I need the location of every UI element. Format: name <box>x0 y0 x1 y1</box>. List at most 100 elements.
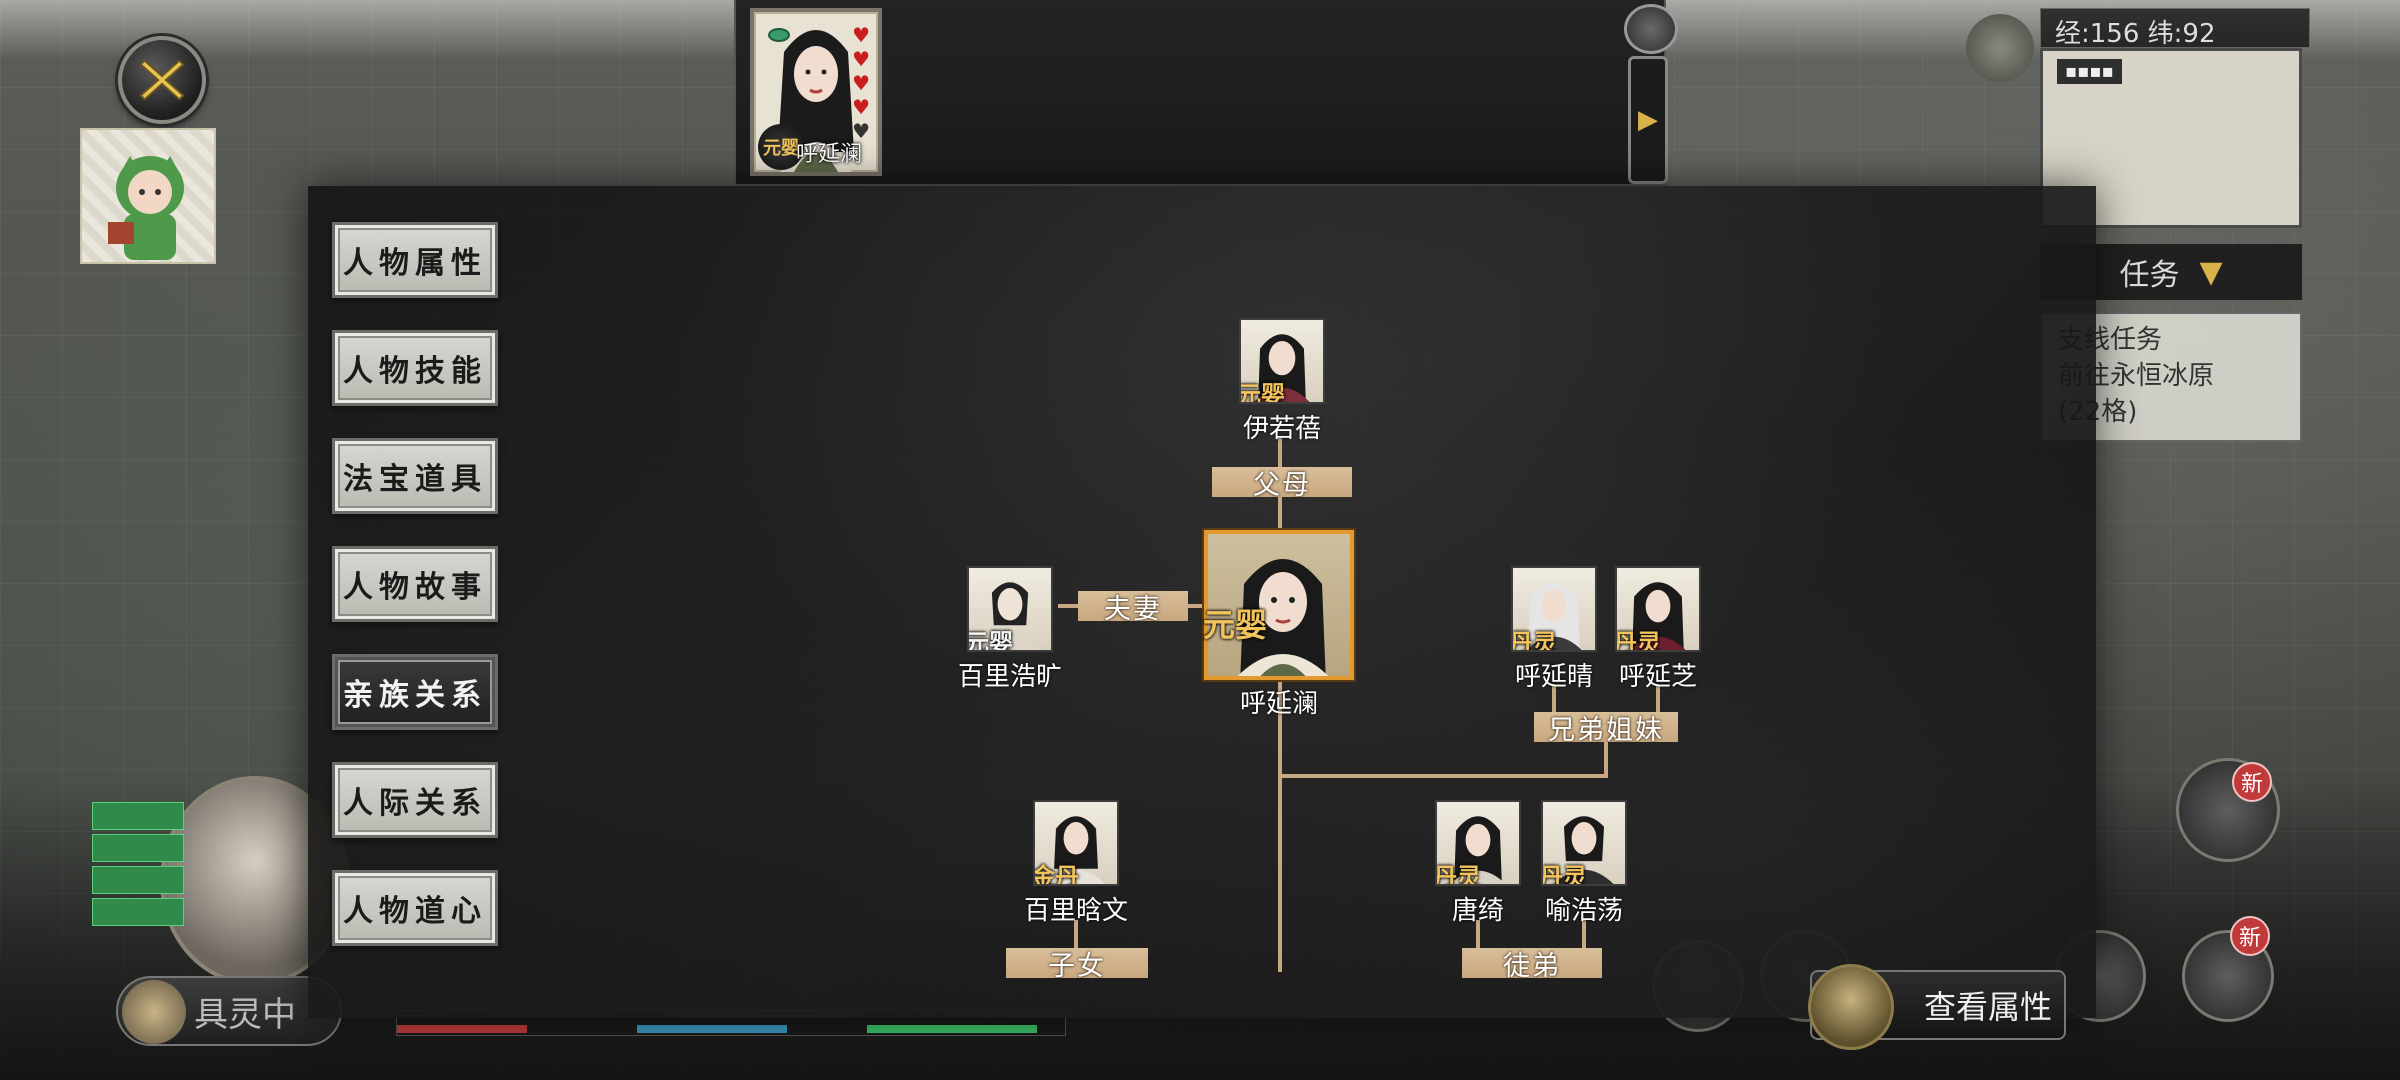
member-name: 伊若蓓 <box>1242 414 1321 444</box>
hp-bar <box>397 1025 527 1033</box>
green-hood-character-icon <box>108 156 184 260</box>
rank-mark: 丹灵 <box>1615 628 1661 652</box>
character-portrait-icon <box>1526 582 1582 650</box>
relation-label-parents: 父母 <box>1212 467 1352 501</box>
menu-item-attributes[interactable]: 人物属性 <box>332 222 498 298</box>
spirit-label: 具灵中 <box>194 994 296 1035</box>
player-avatar-thumbnail[interactable] <box>80 128 216 264</box>
play-arrow-icon: ▶ <box>1638 105 1658 135</box>
family-member-child[interactable]: 金丹 百里晗文 <box>1016 800 1136 927</box>
stamina-bar <box>867 1025 1037 1033</box>
view-attributes-label: 查看属性 <box>1924 988 2053 1026</box>
heart-icon: ♥ <box>852 119 870 143</box>
portrait: 丹灵 <box>1615 566 1701 652</box>
favor-hearts: ♥ ♥ ♥ ♥ ♥ <box>852 23 870 143</box>
family-member-parent[interactable]: 元婴 伊若蓓 <box>1222 318 1342 445</box>
relation-label-children: 子女 <box>1006 948 1148 982</box>
character-portrait-icon <box>1630 582 1686 650</box>
character-portrait-icon <box>778 30 854 172</box>
new-badge: 新 <box>2232 762 2272 802</box>
portrait: 丹灵 <box>1435 800 1521 886</box>
selected-character-name: 呼延澜 <box>1239 689 1318 719</box>
member-name: 唐绮 <box>1451 896 1504 926</box>
status-tag <box>92 834 184 862</box>
close-icon <box>139 59 185 101</box>
member-name: 喻浩荡 <box>1544 896 1623 926</box>
portrait: 金丹 <box>1033 800 1119 886</box>
status-tag <box>92 802 184 830</box>
member-name: 呼延芝 <box>1618 662 1697 692</box>
family-member-sibling[interactable]: 丹灵 呼延晴 <box>1494 566 1614 693</box>
menu-item-dao-heart[interactable]: 人物道心 <box>332 870 498 946</box>
relation-label-disciples: 徒弟 <box>1462 948 1602 982</box>
rank-mark: 丹灵 <box>1435 862 1481 886</box>
character-portrait-icon <box>1554 816 1614 884</box>
new-badge: 新 <box>2230 916 2270 956</box>
team-toggle-button[interactable] <box>1624 4 1678 54</box>
relation-label-siblings: 兄弟姐妹 <box>1534 712 1678 746</box>
spirit-icon <box>122 980 186 1044</box>
close-button[interactable] <box>118 36 206 124</box>
character-portrait-icon <box>1450 816 1506 884</box>
rank-badge: 元婴 <box>758 124 804 170</box>
family-member-disciple[interactable]: 丹灵 喻浩荡 <box>1524 800 1644 927</box>
character-panel <box>308 186 2096 1018</box>
rank-mark: 丹灵 <box>1511 628 1557 652</box>
mp-bar <box>637 1025 787 1033</box>
status-tag <box>92 898 184 926</box>
menu-item-social[interactable]: 人际关系 <box>332 762 498 838</box>
menu-item-family[interactable]: 亲族关系 <box>332 654 498 730</box>
expand-team-button[interactable]: ▶ <box>1628 56 1668 184</box>
member-name: 百里晗文 <box>1023 896 1128 926</box>
character-portrait-icon <box>980 582 1040 650</box>
tree-line <box>1582 920 1586 950</box>
task-tab-label: 任务 <box>2119 258 2180 293</box>
selected-rank-mark: 元婴 <box>1203 606 1268 644</box>
view-attributes-button[interactable]: 查看属性 <box>1808 964 2066 1050</box>
member-name: 呼延晴 <box>1514 662 1593 692</box>
family-member-sibling[interactable]: 丹灵 呼延芝 <box>1598 566 1718 693</box>
member-name: 百里浩旷 <box>957 662 1062 692</box>
minimap[interactable]: ▪▪▪▪ <box>2040 48 2302 228</box>
menu-item-treasures[interactable]: 法宝道具 <box>332 438 498 514</box>
top-character-card[interactable]: ♥ ♥ ♥ ♥ ♥ 元婴 呼延澜 <box>750 8 882 176</box>
side-menu: 人物属性 人物技能 法宝道具 人物故事 亲族关系 人际关系 人物道心 <box>332 222 498 946</box>
tree-line <box>1278 680 1282 972</box>
rank-mark: 金丹 <box>1033 862 1079 886</box>
character-portrait-icon <box>1237 559 1329 676</box>
portrait: 元婴 <box>967 566 1053 652</box>
status-tags <box>92 802 184 926</box>
eye-icon <box>768 28 790 42</box>
tree-line <box>1074 920 1078 950</box>
portrait: 丹灵 <box>1541 800 1627 886</box>
rank-mark: 丹灵 <box>1541 862 1587 886</box>
heart-icon: ♥ <box>852 23 870 47</box>
tree-line <box>1604 742 1608 776</box>
status-tag <box>92 866 184 894</box>
heart-icon: ♥ <box>852 71 870 95</box>
tree-line <box>1278 774 1608 778</box>
portrait: 元婴 <box>1239 318 1325 404</box>
coordinate-readout: 经:156 纬:92 <box>2040 8 2310 49</box>
tree-line <box>1552 686 1556 712</box>
location-tag-icon: ▪▪▪▪ <box>2057 59 2122 84</box>
rank-mark: 元婴 <box>967 628 1013 652</box>
relation-label-spouse: 夫妻 <box>1078 591 1188 625</box>
tree-line <box>1476 920 1480 950</box>
chevron-down-icon: ▼ <box>2199 254 2223 290</box>
portrait: 丹灵 <box>1511 566 1597 652</box>
menu-item-story[interactable]: 人物故事 <box>332 546 498 622</box>
character-portrait-icon <box>1254 334 1310 402</box>
heart-icon: ♥ <box>852 95 870 119</box>
gear-icon[interactable] <box>1966 14 2034 82</box>
family-member-spouse[interactable]: 元婴 百里浩旷 <box>950 566 1070 693</box>
family-member-disciple[interactable]: 丹灵 唐绮 <box>1418 800 1538 927</box>
selected-character-portrait[interactable] <box>1204 530 1354 680</box>
tree-line <box>1656 686 1660 712</box>
top-character-name: 呼延澜 <box>796 142 863 167</box>
meditating-figure-icon <box>1808 964 1894 1050</box>
character-portrait-icon <box>1046 816 1106 884</box>
spirit-button[interactable]: 具灵中 <box>116 976 342 1046</box>
rank-mark: 元婴 <box>1239 380 1285 404</box>
menu-item-skills[interactable]: 人物技能 <box>332 330 498 406</box>
